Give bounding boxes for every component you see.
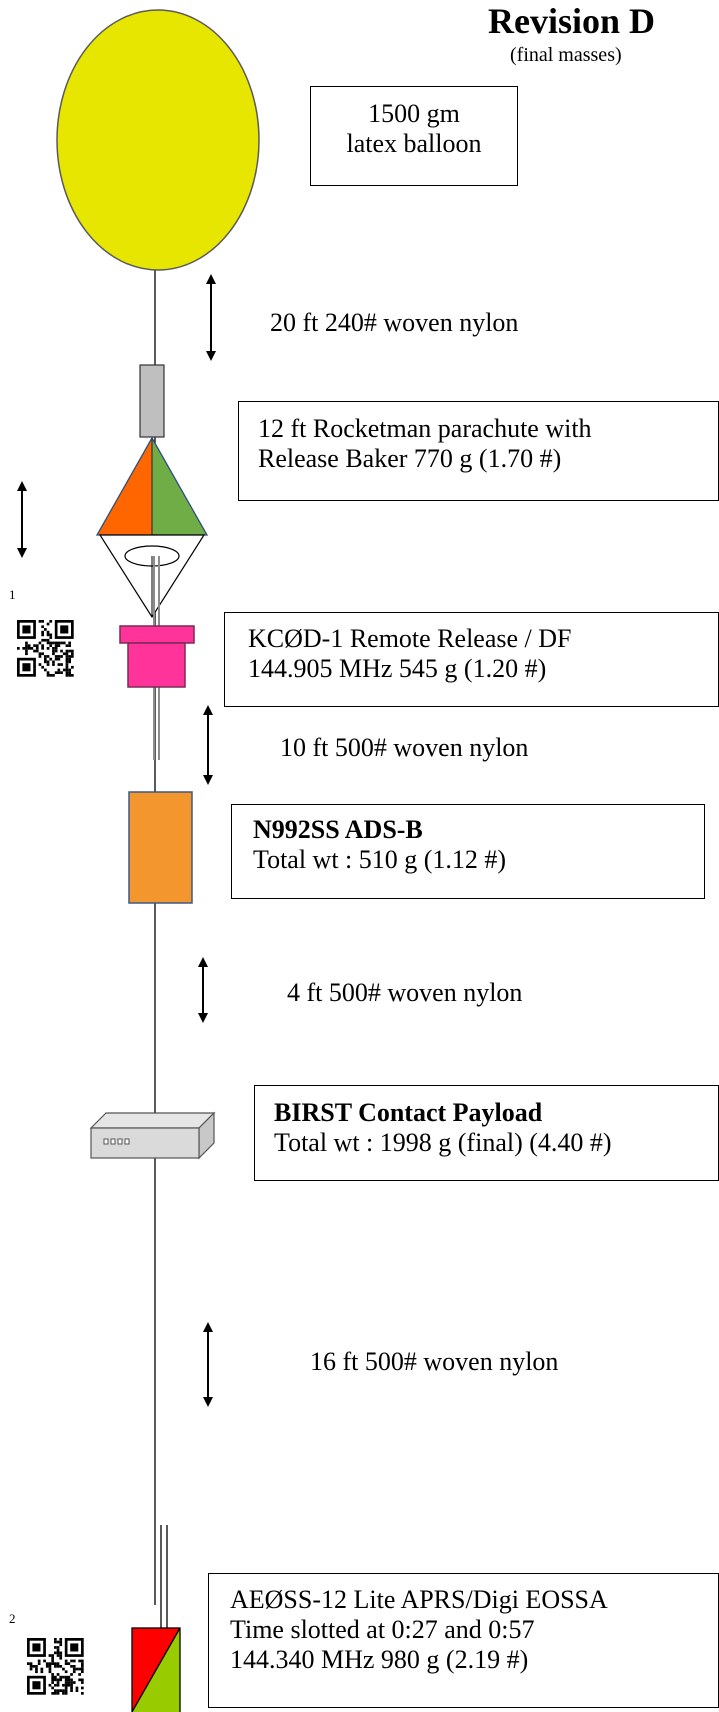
release-freq-mass: 144.905 MHz 545 g (1.20 #) bbox=[248, 654, 547, 683]
qr-code-2 bbox=[27, 1638, 84, 1695]
release-label-box: KCØD-1 Remote Release / DF 144.905 MHz 5… bbox=[224, 612, 719, 707]
adsb-label-box: N992SS ADS-B Total wt : 510 g (1.12 #) bbox=[231, 804, 705, 899]
balloon-label-box: 1500 gm latex balloon bbox=[310, 86, 518, 186]
revision-subtitle: (final masses) bbox=[510, 44, 622, 66]
aprs-label-box: AEØSS-12 Lite APRS/Digi EOSSA Time slott… bbox=[208, 1573, 719, 1708]
balloon-type: latex balloon bbox=[346, 129, 482, 158]
parachute-desc: 12 ft Rocketman parachute with bbox=[258, 414, 592, 443]
tether-2-label: 10 ft 500# woven nylon bbox=[280, 733, 529, 762]
footnote-marker-2: 2 bbox=[9, 1611, 16, 1626]
balloon-mass: 1500 gm bbox=[368, 99, 460, 128]
birst-weight: Total wt : 1998 g (final) (4.40 #) bbox=[274, 1128, 612, 1157]
aprs-freq-mass: 144.340 MHz 980 g (2.19 #) bbox=[230, 1645, 529, 1674]
revision-title: Revision D bbox=[488, 1, 656, 41]
tether-1-label: 20 ft 240# woven nylon bbox=[270, 308, 519, 337]
adsb-weight: Total wt : 510 g (1.12 #) bbox=[253, 845, 507, 874]
release-body bbox=[127, 642, 186, 688]
parachute-label-box: 12 ft Rocketman parachute with Release B… bbox=[238, 401, 719, 501]
adsb-payload-box bbox=[128, 791, 193, 904]
tether-4-label: 16 ft 500# woven nylon bbox=[310, 1347, 559, 1376]
birst-name: BIRST Contact Payload bbox=[274, 1098, 543, 1127]
birst-payload-box bbox=[89, 1111, 216, 1160]
qr-code-1 bbox=[17, 620, 74, 677]
aprs-name: AEØSS-12 Lite APRS/Digi EOSSA bbox=[230, 1585, 608, 1614]
tether-3-label: 4 ft 500# woven nylon bbox=[287, 978, 523, 1007]
swivel-shape bbox=[139, 364, 165, 438]
parachute-mass: Release Baker 770 g (1.70 #) bbox=[258, 444, 562, 473]
adsb-name: N992SS ADS-B bbox=[253, 815, 423, 844]
aprs-payload-box bbox=[131, 1627, 181, 1712]
release-desc: KCØD-1 Remote Release / DF bbox=[248, 624, 572, 653]
balloon-shape bbox=[56, 9, 260, 271]
release-top-plate bbox=[119, 625, 195, 644]
birst-label-box: BIRST Contact Payload Total wt : 1998 g … bbox=[254, 1085, 719, 1181]
footnote-marker-1: 1 bbox=[9, 587, 16, 602]
aprs-timeslot: Time slotted at 0:27 and 0:57 bbox=[230, 1615, 535, 1644]
